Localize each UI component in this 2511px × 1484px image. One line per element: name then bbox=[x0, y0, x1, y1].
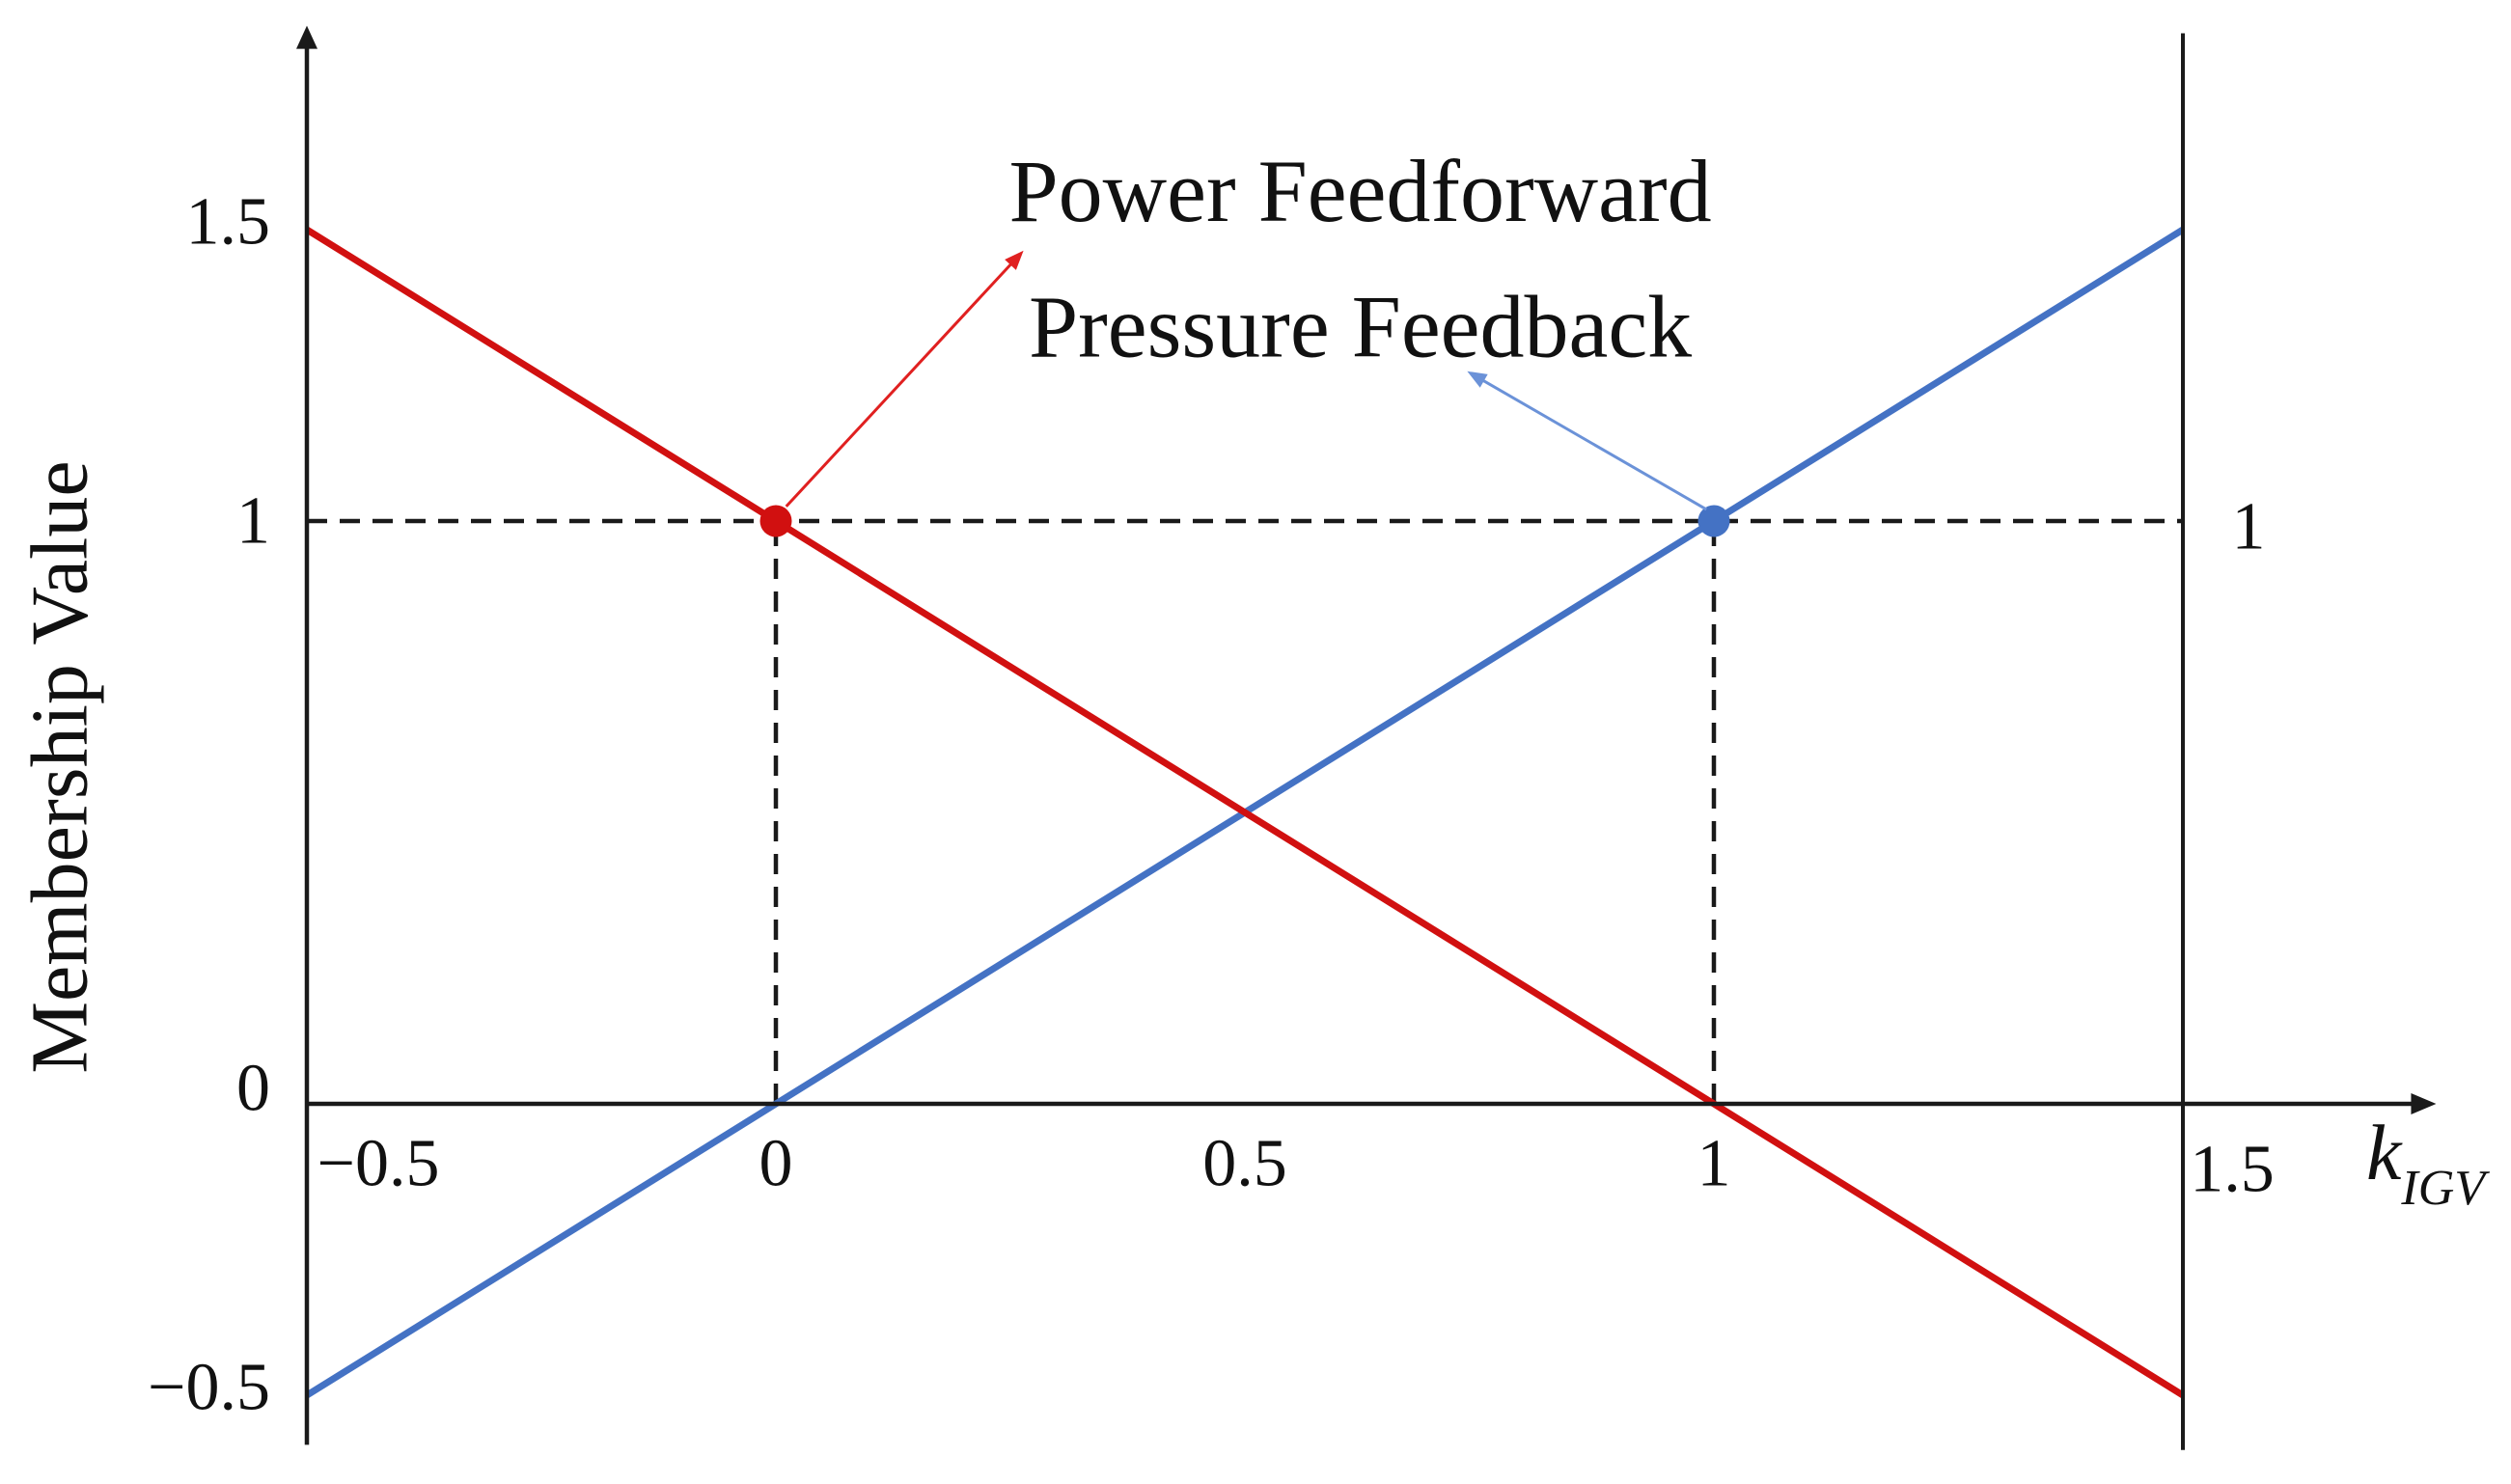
pressure-feedback-arrow-line bbox=[1477, 376, 1707, 511]
x-axis-title-main: k bbox=[2366, 1109, 2403, 1196]
x-tick-label-1: 1 bbox=[1697, 1127, 1731, 1201]
y-axis-title: Membership Value bbox=[15, 460, 105, 1073]
pressure-feedback-label: Pressure Feedback bbox=[1029, 277, 1692, 375]
x-axis-arrowhead-icon bbox=[2411, 1093, 2437, 1114]
right-membership-one-label: 1 bbox=[2232, 490, 2266, 564]
y-tick-label-1: 1 bbox=[236, 484, 270, 559]
x-tick-label--0.5: −0.5 bbox=[317, 1127, 440, 1201]
series-line-power-feedforward bbox=[305, 227, 2185, 1398]
y-tick-label-1.5: 1.5 bbox=[186, 185, 271, 260]
power-feedforward-arrow-line bbox=[785, 259, 1016, 508]
x-axis-title-subscript: IGV bbox=[2400, 1161, 2490, 1216]
x-tick-label-1.5: 1.5 bbox=[2190, 1133, 2275, 1207]
y-axis-arrowhead-icon bbox=[296, 25, 317, 49]
x-tick-label-0.5: 0.5 bbox=[1202, 1127, 1287, 1201]
power-feedforward-point bbox=[759, 505, 792, 537]
power-feedforward-arrow-head-icon bbox=[1005, 250, 1024, 270]
y-tick-label-0: 0 bbox=[236, 1052, 270, 1126]
power-feedforward-label: Power Feedforward bbox=[1009, 142, 1712, 240]
y-tick-label--0.5: −0.5 bbox=[148, 1351, 270, 1425]
pressure-feedback-point bbox=[1697, 505, 1730, 537]
x-tick-label-0: 0 bbox=[759, 1127, 793, 1201]
pressure-feedback-arrow-head-icon bbox=[1467, 371, 1488, 388]
x-axis-title: kIGV bbox=[2366, 1109, 2490, 1216]
